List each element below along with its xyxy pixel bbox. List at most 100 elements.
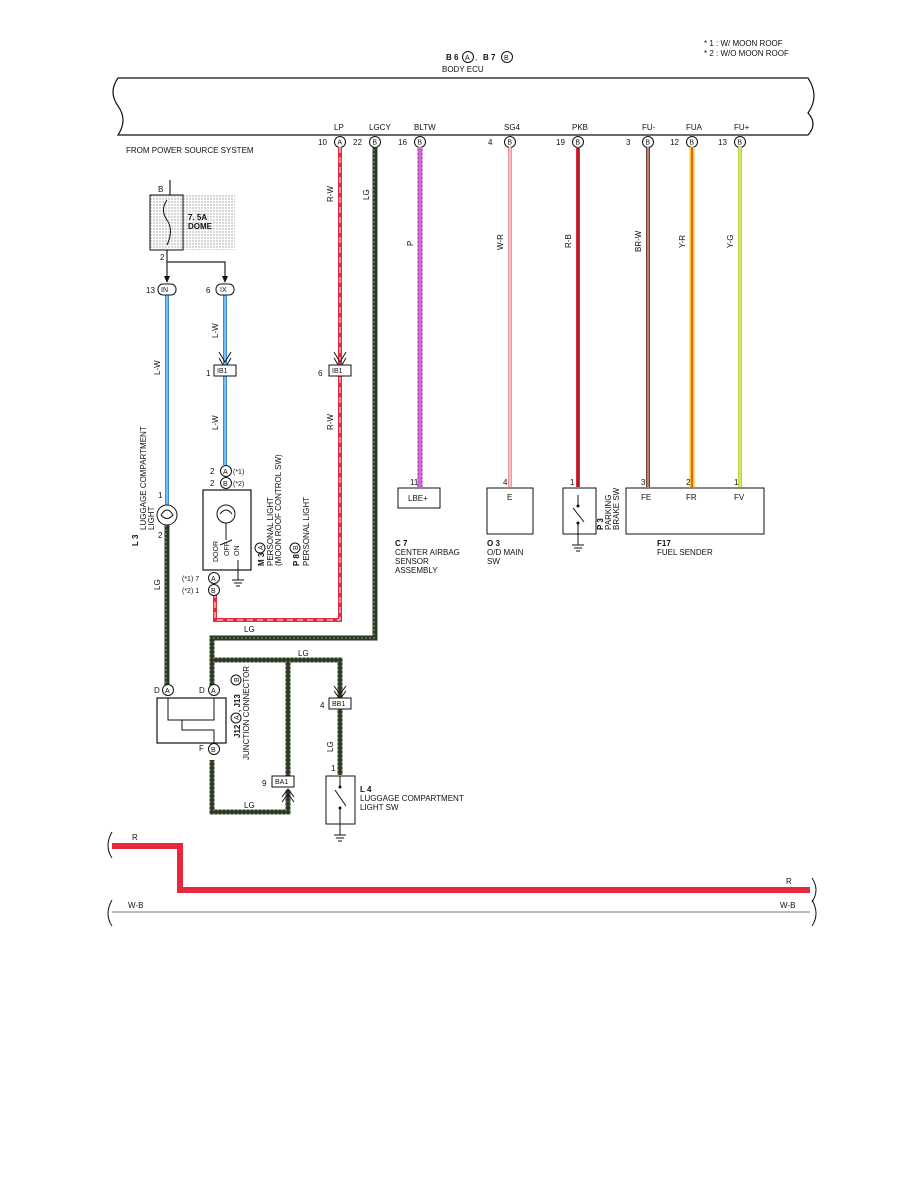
label-sg4: W-R — [496, 234, 505, 250]
connector-bb1: 4 BB1 — [320, 685, 352, 710]
ecu-terminal-pin: 22 — [353, 138, 362, 147]
label-fu-minus: BR-W — [634, 230, 643, 252]
ecu-terminal-conn: B — [507, 140, 512, 147]
personal-name-m3b: (MOON ROOF CONTROL SW) — [274, 454, 283, 566]
personal-bot-a-note: (*1) 7 — [182, 576, 199, 583]
fuel-sender: 3 2 1 FE FR FV F17 FUEL SENDER — [625, 478, 765, 557]
junction-id: J12 — [233, 724, 242, 738]
ecu-name: BODY ECU — [442, 65, 484, 74]
parking-name-2: BRAKE SW — [612, 487, 621, 530]
od-name-1: O/D MAIN — [487, 548, 524, 557]
connector-ba1-pin: 9 — [262, 779, 267, 788]
personal-bot-b-conn: B — [211, 588, 216, 595]
wire-lg-ba1 — [209, 760, 291, 815]
connector-ib1-b-pin: 6 — [318, 369, 323, 378]
junction-d2-conn: A — [211, 688, 216, 695]
label-rw-top: R-W — [326, 186, 335, 202]
fuel-id: F17 — [657, 539, 671, 548]
ecu-terminal-conn: B — [575, 140, 580, 147]
parking-name-1: PARKING — [604, 495, 613, 530]
label-lgcy: LG — [362, 189, 371, 200]
luggage-sw-pin: 1 — [331, 764, 336, 773]
airbag-terminal: LBE+ — [408, 494, 428, 503]
label-lw-1: L-W — [153, 360, 162, 375]
luggage-sw-id: L 4 — [360, 785, 372, 794]
wires — [112, 147, 810, 913]
label-r-left: R — [132, 833, 138, 842]
ecu-terminal-name: PKB — [572, 123, 588, 132]
ecu-terminal-name: FUA — [686, 123, 703, 132]
ecu-terminal-name: LP — [334, 123, 344, 132]
fuel-pin-1: 3 — [641, 478, 646, 487]
luggage-compartment-light: 1 2 L 3 LUGGAGE COMPARTMENT LIGHT — [131, 426, 178, 546]
luggage-light-id: L 3 — [131, 534, 140, 546]
od-terminal: E — [507, 493, 512, 502]
personal-conn-a: A — [223, 469, 228, 476]
airbag-name-3: ASSEMBLY — [395, 566, 438, 575]
luggage-light-name-2: LIGHT — [147, 506, 156, 530]
ecu-comma: , — [475, 53, 477, 62]
ecu-id-b6: B 6 — [446, 53, 459, 62]
connector-ba1: 9 BA1 — [262, 775, 295, 803]
fuel-name: FUEL SENDER — [657, 548, 713, 557]
ecu-conn-a: A — [465, 55, 470, 62]
personal-pin-a: 2 — [210, 467, 215, 476]
od-pin: 4 — [503, 478, 508, 487]
wire-lgcy — [209, 147, 378, 688]
ecu-terminal-conn: B — [689, 140, 694, 147]
fuel-terminal-fr: FR — [686, 493, 697, 502]
label-fu-plus: Y-G — [726, 235, 735, 249]
label-bltw: P — [406, 241, 415, 246]
legend-note-1: * 1 : W/ MOON ROOF — [704, 39, 783, 48]
center-airbag-sensor: 11 LBE+ C 7 CENTER AIRBAG SENSOR ASSEMBL… — [395, 478, 460, 575]
ecu-body — [112, 77, 815, 136]
connector-ib1-a-pin: 1 — [206, 369, 211, 378]
personal-conn-b: B — [223, 481, 228, 488]
junction-id-sep: , J13 — [233, 694, 242, 712]
ecu-terminal-conn: B — [737, 140, 742, 147]
fuse-name: DOME — [188, 222, 213, 231]
junction-connector: D A D A F B J12 A , J13 B JUNCTION CONNE… — [154, 666, 251, 760]
ecu-conn-b: B — [504, 55, 509, 62]
personal-id-m3: M 3 — [257, 552, 266, 566]
label-lg-mid: LG — [298, 649, 309, 658]
od-name-2: SW — [487, 557, 500, 566]
od-main-switch: 4 E O 3 O/D MAIN SW — [486, 478, 534, 566]
power-source-label: FROM POWER SOURCE SYSTEM — [126, 146, 254, 155]
junction-d2: D — [199, 686, 205, 695]
ecu-terminal-pin: 12 — [670, 138, 679, 147]
ecu-terminal-name: FU- — [642, 123, 656, 132]
connector-ib1-b-name: IB1 — [332, 368, 343, 375]
label-pkb: R-B — [564, 234, 573, 248]
ecu-id-b7: B 7 — [483, 53, 496, 62]
personal-light: 2 A (*1) 2 B (*2) DOOR OFF ON (*1) 7 A (… — [182, 454, 311, 596]
ecu-terminal-pin: 10 — [318, 138, 327, 147]
ecu-terminal-name: FU+ — [734, 123, 750, 132]
junction-name: JUNCTION CONNECTOR — [242, 666, 251, 760]
fuse-current: 7. 5A — [188, 213, 207, 222]
label-wb-right: W-B — [780, 901, 795, 910]
personal-name-p8: PERSONAL LIGHT — [302, 497, 311, 566]
airbag-pin: 11 — [410, 478, 419, 487]
ecu-terminal-pin: 4 — [488, 138, 493, 147]
personal-id-m3-conn: A — [258, 545, 265, 550]
ecu-terminal-conn: B — [417, 140, 422, 147]
personal-id-p8-conn: B — [293, 545, 300, 550]
personal-note-b: (*2) — [233, 481, 244, 488]
ecu-terminal-name: LGCY — [369, 123, 391, 132]
fuse-source-pin: B — [158, 185, 163, 194]
connector-ix6-name: IX — [220, 287, 227, 294]
label-r-right: R — [786, 877, 792, 886]
personal-pin-b: 2 — [210, 479, 215, 488]
airbag-id: C 7 — [395, 539, 408, 548]
connector-ib1-a: 1 IB1 — [206, 351, 237, 378]
luggage-light-name-1: LUGGAGE COMPARTMENT — [139, 426, 148, 530]
connector-ib1-b: 6 IB1 — [318, 351, 352, 378]
luggage-sw-name-1: LUGGAGE COMPARTMENT — [360, 794, 464, 803]
label-fua: Y-R — [678, 235, 687, 248]
connector-ba1-name: BA1 — [275, 779, 288, 786]
ecu-terminal-pin: 3 — [626, 138, 631, 147]
connector-ix6-pin: 6 — [206, 286, 211, 295]
luggage-light-pin-bottom: 2 — [158, 531, 163, 540]
